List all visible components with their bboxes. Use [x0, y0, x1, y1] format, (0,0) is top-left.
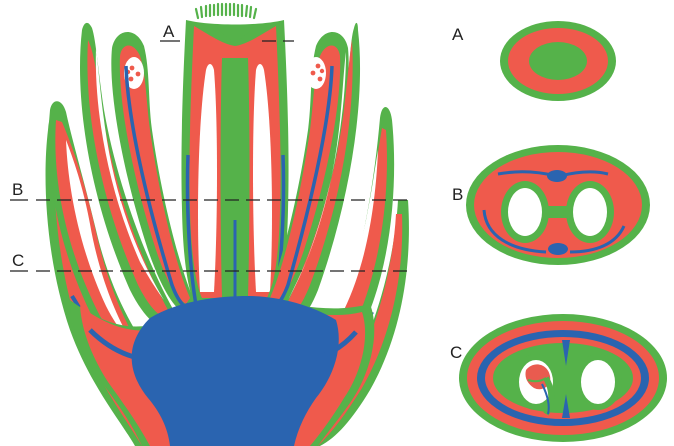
section-c-panel-label: C [450, 343, 462, 362]
longitudinal-section: A B C [10, 4, 410, 446]
stigma-hairs [196, 4, 256, 18]
right-anther-cavity [306, 57, 326, 89]
section-a-panel-label: A [452, 25, 464, 44]
cross-section-a: A [452, 21, 616, 101]
section-b-panel-label: B [452, 185, 463, 204]
section-b-marker-label: B [12, 180, 23, 199]
section-a-marker-label: A [163, 22, 175, 41]
section-c-marker-label: C [12, 251, 24, 270]
cross-section-c: C [450, 314, 667, 442]
cross-section-b: B [452, 145, 650, 265]
pistil [181, 4, 288, 305]
